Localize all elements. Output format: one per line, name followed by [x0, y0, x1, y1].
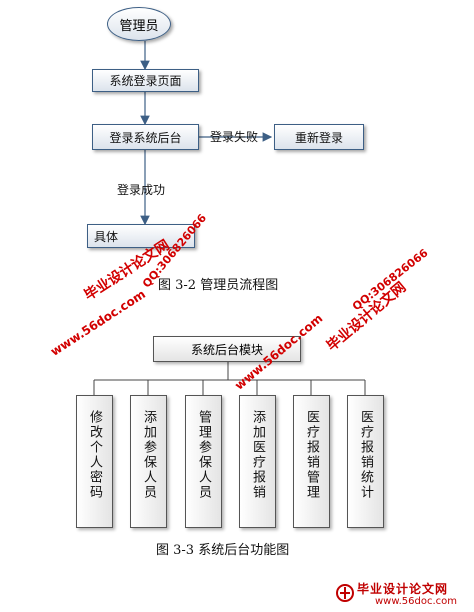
- module-child-5-label: 医疗报销管理: [304, 410, 319, 500]
- module-child-1: 修改个人密码: [76, 395, 113, 528]
- module-root: 系统后台模块: [153, 336, 301, 362]
- module-child-3: 管理参保人员: [185, 395, 222, 528]
- footer-url: www.56doc.com: [375, 596, 458, 607]
- module-child-2: 添加参保人员: [130, 395, 167, 528]
- node-login-backend-label: 登录系统后台: [109, 130, 182, 145]
- node-relogin-label: 重新登录: [294, 130, 343, 145]
- figure-caption-3-3: 图 3-3 系统后台功能图: [156, 543, 290, 558]
- start-node-admin: 管理员: [107, 7, 171, 41]
- module-child-4-label: 添加医疗报销: [250, 410, 265, 500]
- node-detail-label: 具体: [94, 229, 119, 244]
- module-child-2-label: 添加参保人员: [141, 410, 156, 500]
- module-child-3-label: 管理参保人员: [196, 410, 211, 500]
- label-login-failed: 登录失败: [210, 130, 259, 144]
- node-login-backend: 登录系统后台: [92, 124, 199, 150]
- module-child-4: 添加医疗报销: [239, 395, 276, 528]
- module-child-6: 医疗报销统计: [347, 395, 384, 528]
- start-node-label: 管理员: [119, 18, 159, 34]
- module-root-label: 系统后台模块: [190, 342, 263, 357]
- footer-title: 毕业设计论文网: [357, 582, 449, 596]
- footer-logo: 毕业设计论文网 www.56doc.com: [335, 580, 471, 610]
- node-detail: 具体: [87, 224, 195, 248]
- module-child-1-label: 修改个人密码: [87, 410, 102, 500]
- module-child-6-label: 医疗报销统计: [358, 410, 373, 500]
- figure-caption-3-2: 图 3-2 管理员流程图: [158, 278, 279, 293]
- node-login-page: 系统登录页面: [92, 69, 199, 92]
- module-child-5: 医疗报销管理: [293, 395, 330, 528]
- label-login-success: 登录成功: [117, 183, 166, 197]
- footer-logo-mark: [336, 584, 354, 602]
- node-relogin: 重新登录: [274, 124, 364, 150]
- node-login-page-label: 系统登录页面: [109, 74, 182, 88]
